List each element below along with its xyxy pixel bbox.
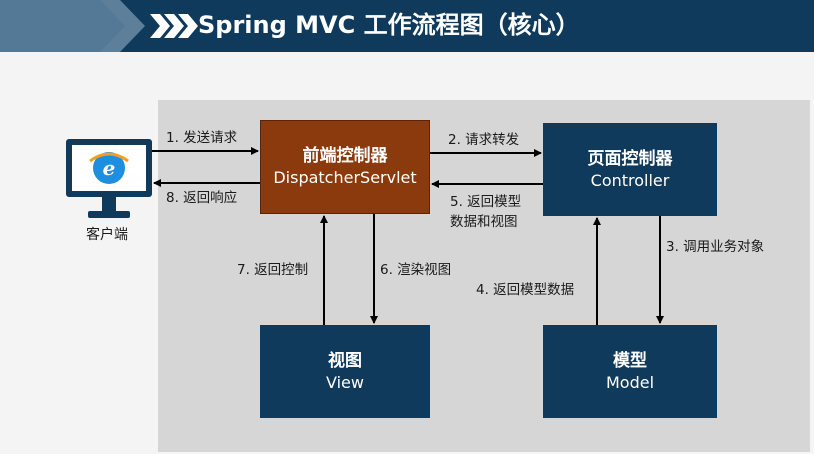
controller-box: 页面控制器 Controller <box>543 123 717 216</box>
controller-subtitle: Controller <box>590 170 670 190</box>
step-3-label: 3. 调用业务对象 <box>666 239 765 255</box>
dispatcher-subtitle: DispatcherServlet <box>273 168 417 187</box>
dispatcher-servlet-box: 前端控制器 DispatcherServlet <box>260 120 430 214</box>
controller-title: 页面控制器 <box>587 148 673 169</box>
chevron-arrows-icon <box>0 0 198 52</box>
model-subtitle: Model <box>605 372 655 392</box>
client-label: 客户端 <box>86 227 128 243</box>
step-5-label-line2: 数据和视图 <box>450 214 518 230</box>
step-8-label: 8. 返回响应 <box>166 190 238 206</box>
view-subtitle: View <box>326 372 364 392</box>
step-7-label: 7. 返回控制 <box>237 262 309 278</box>
step-2-label: 2. 请求转发 <box>448 132 520 148</box>
model-box: 模型 Model <box>543 325 717 418</box>
step-1-label: 1. 发送请求 <box>166 130 238 146</box>
dispatcher-title: 前端控制器 <box>302 146 388 166</box>
view-title: 视图 <box>328 350 362 371</box>
header-bar: Spring MVC 工作流程图（核心） <box>0 0 814 52</box>
step-4-label: 4. 返回模型数据 <box>476 282 575 298</box>
step-5-label-line1: 5. 返回模型 <box>450 194 522 210</box>
svg-text:e: e <box>103 156 116 180</box>
model-title: 模型 <box>613 350 647 371</box>
page-title: Spring MVC 工作流程图（核心） <box>198 11 580 39</box>
view-box: 视图 View <box>260 325 430 418</box>
step-6-label: 6. 渲染视图 <box>380 262 452 278</box>
computer-monitor-icon: e <box>66 139 152 218</box>
